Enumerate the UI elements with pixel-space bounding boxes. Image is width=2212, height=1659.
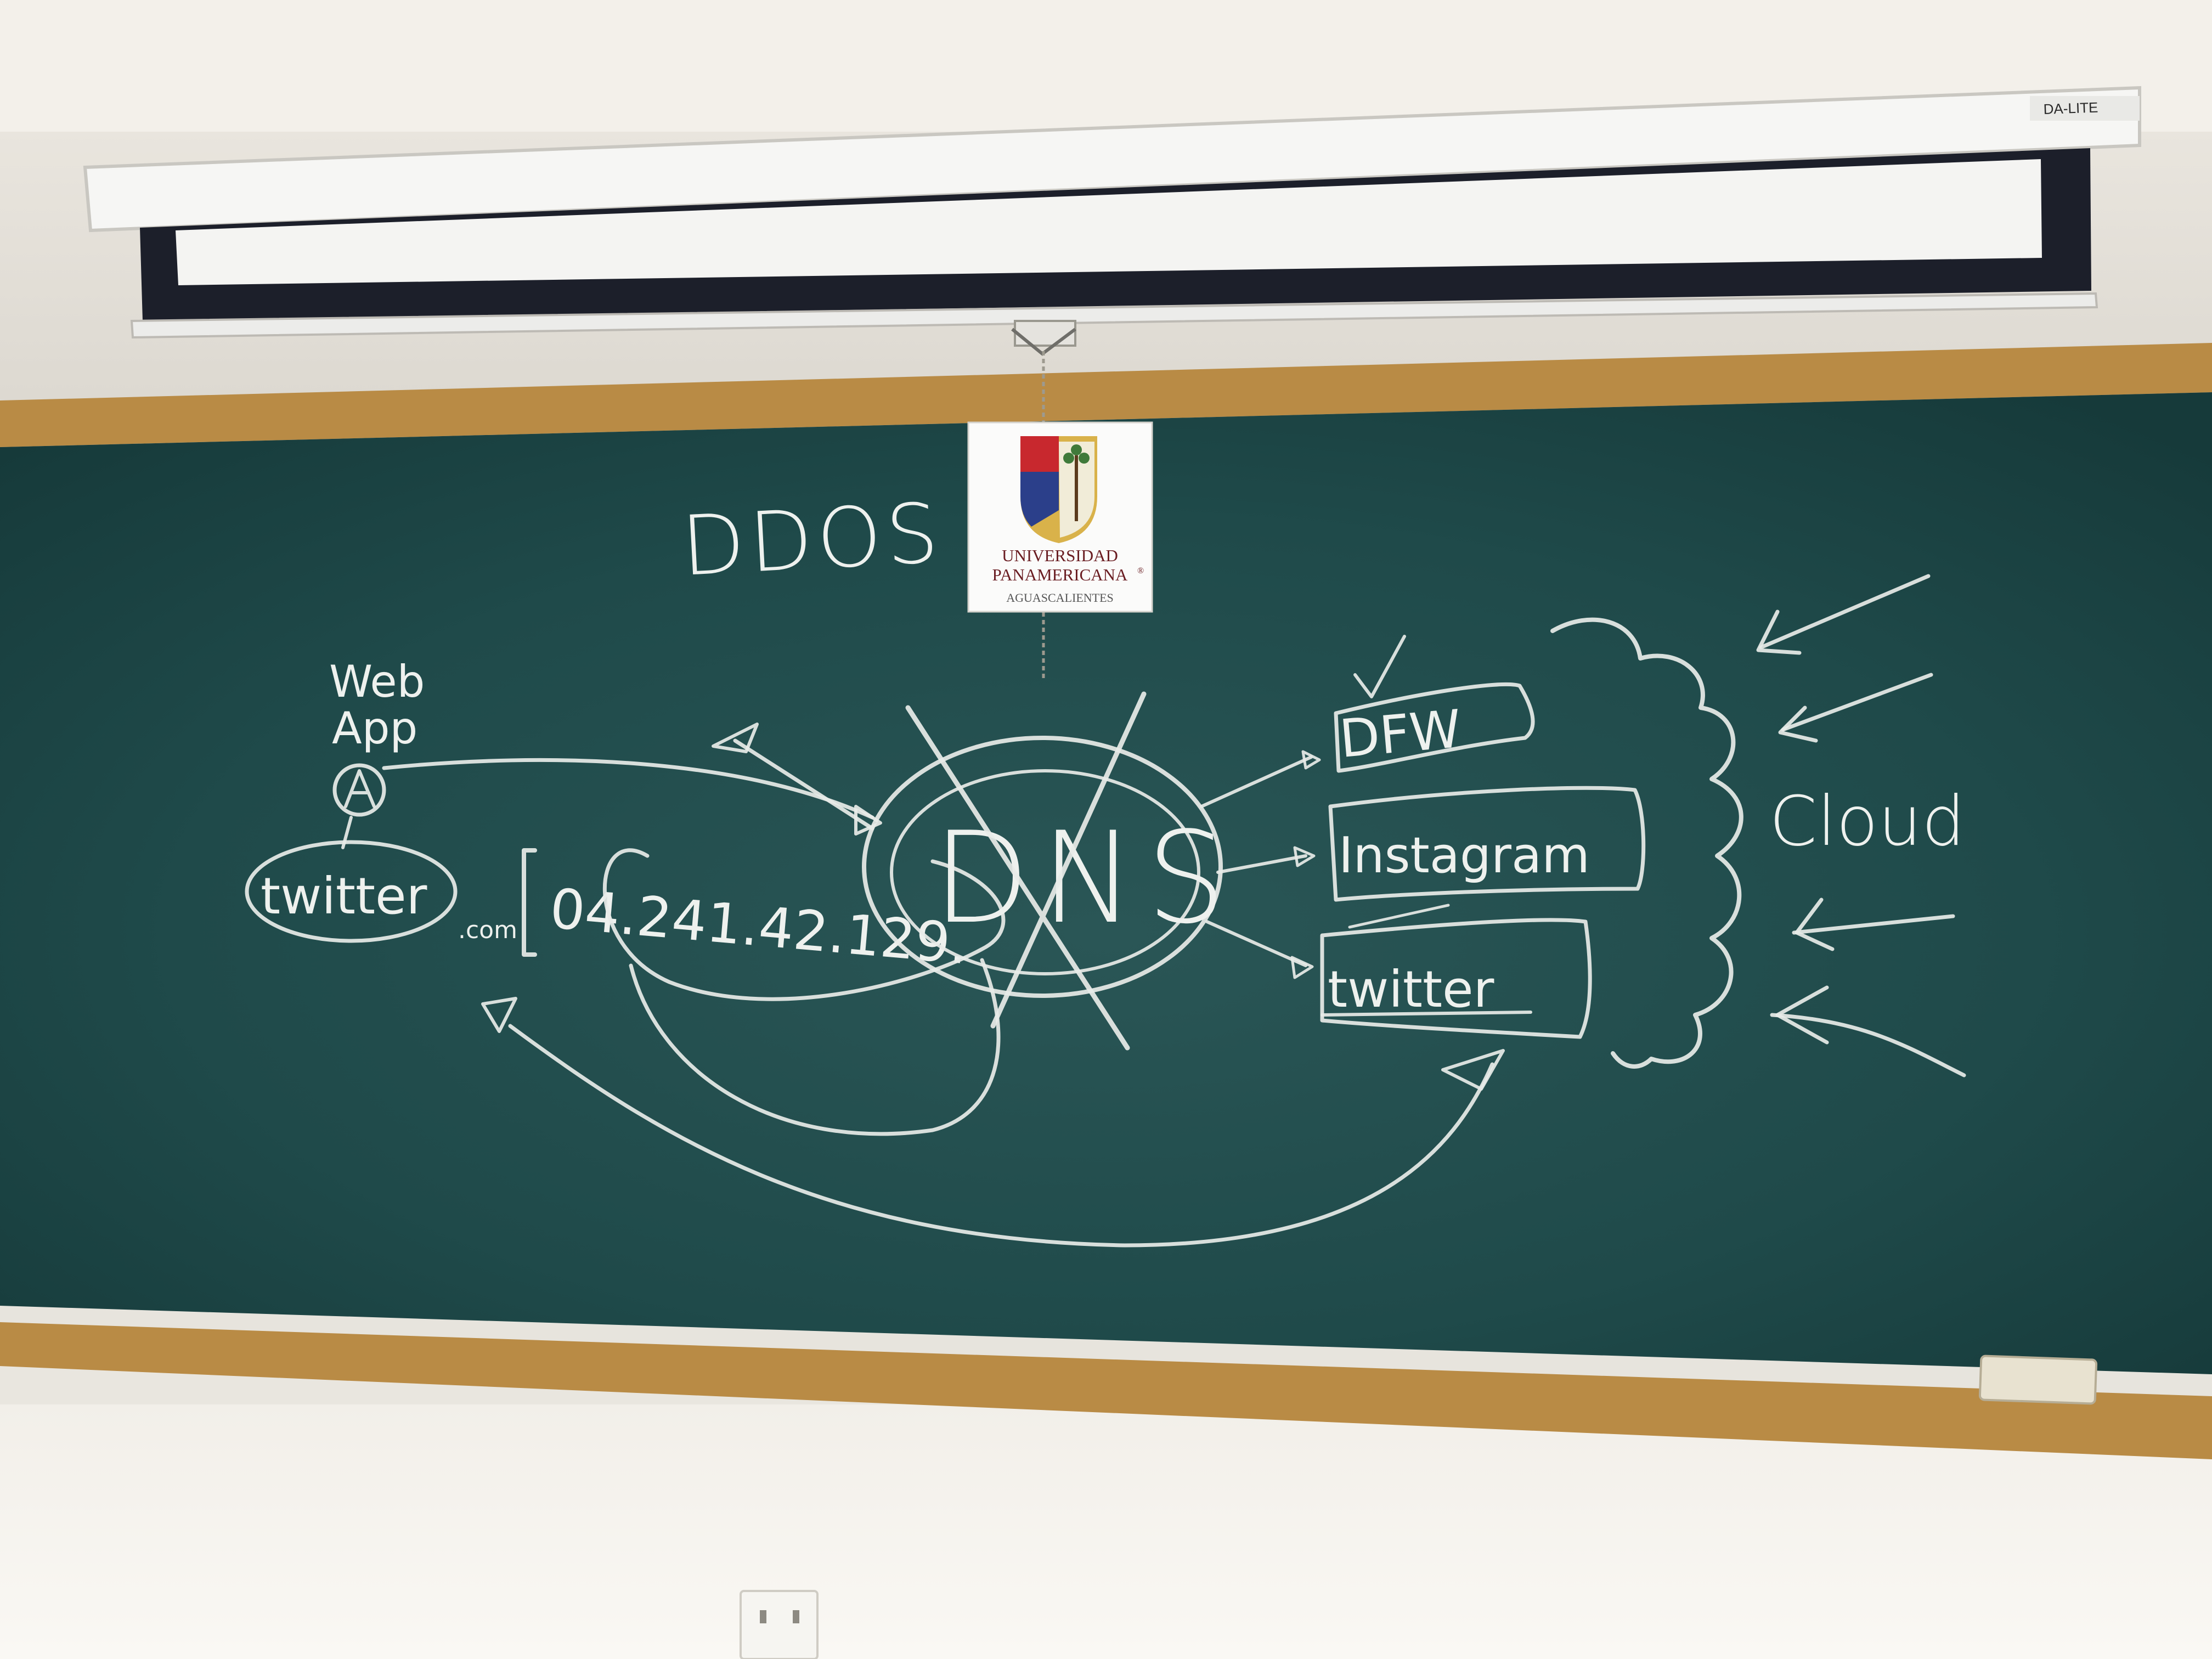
- chalk-eraser: [1978, 1355, 2098, 1405]
- instagram-to-twitter-arrow: [1348, 904, 1450, 929]
- chalk-diagram: DDOS Web App twitter .com 04.241.42.129.…: [245, 486, 1966, 1248]
- arrowhead-top: [712, 723, 759, 753]
- attack-arrow-4: [1770, 1013, 1966, 1077]
- wall-outlet: [740, 1590, 819, 1659]
- board-bottom-ledge: [0, 1303, 2212, 1396]
- web-app-stem: [341, 816, 353, 849]
- arrow-dns-to-dfw: [1200, 755, 1313, 808]
- sign-line-3: AGUASCALIENTES: [1006, 591, 1114, 605]
- service-dfw: DFW: [1337, 699, 1463, 770]
- cloud-outline: [1550, 617, 1743, 1069]
- web-app-label-line2: App: [332, 703, 417, 754]
- return-curve: [508, 1024, 1494, 1248]
- return-arrowhead-left: [481, 997, 517, 1033]
- arrowhead-twitter: [1290, 956, 1314, 979]
- sign-registered-mark: ®: [1137, 566, 1144, 575]
- arrowhead-webapp-to-dns: [854, 805, 882, 836]
- attack-arrow-2: [1781, 673, 1933, 732]
- twitter-com-ellipse: [245, 840, 458, 943]
- dfw-box: [1334, 682, 1535, 773]
- web-app-node-mark: [344, 769, 376, 808]
- projector-screen: DA-LITE: [83, 86, 2141, 356]
- twitter-com-suffix: .com: [458, 916, 517, 944]
- lower-wall: [0, 1404, 2212, 1659]
- dns-cross-out: [905, 691, 1147, 1051]
- service-twitter: twitter: [1328, 960, 1494, 1019]
- dns-ellipse-inner: [890, 769, 1200, 975]
- shield-logo: [1020, 436, 1097, 543]
- board-top-trim: [0, 343, 2212, 447]
- ip-bracket: [522, 848, 537, 957]
- arrow-from-top: [733, 738, 874, 831]
- dns-ellipse-outer: [862, 736, 1223, 998]
- ddos-title: DDOS: [679, 486, 945, 595]
- sign-line-2: PANAMERICANA: [992, 565, 1128, 584]
- twitter-box: [1320, 918, 1592, 1039]
- university-sign: UNIVERSIDAD PANAMERICANA ® AGUASCALIENTE…: [967, 421, 1153, 613]
- attack-arrowhead-3: [1795, 898, 1835, 951]
- web-app-label-line1: Web: [329, 656, 425, 707]
- arrow-dns-to-twitter: [1205, 920, 1307, 967]
- arrow-webapp-to-dns: [382, 758, 874, 820]
- ip-loop: [602, 848, 1006, 1001]
- twitter-com-label: twitter: [261, 867, 427, 926]
- attack-arrowhead-1: [1756, 610, 1802, 655]
- arrow-dns-to-instagram: [1216, 854, 1307, 874]
- web-app-node: [332, 763, 386, 817]
- instagram-box: [1328, 786, 1646, 902]
- arrowhead-dfw: [1301, 750, 1321, 770]
- attack-arrowhead-2: [1778, 706, 1818, 743]
- lower-loop: [629, 958, 1001, 1136]
- board-bottom-trim: [0, 1311, 2212, 1459]
- cloud-label: Cloud: [1769, 782, 1965, 861]
- attack-arrow-3: [1792, 914, 1955, 935]
- screen-brand-label: DA-LITE: [2043, 99, 2098, 117]
- attack-arrowhead-4: [1775, 985, 1829, 1045]
- dfw-check: [1353, 635, 1406, 698]
- service-instagram: Instagram: [1339, 827, 1590, 884]
- sign-line-1: UNIVERSIDAD: [1002, 546, 1118, 565]
- chalkboard: [0, 392, 2212, 1374]
- arrowhead-instagram: [1293, 846, 1316, 867]
- twitter-box-underline: [1321, 1011, 1532, 1017]
- return-arrowhead-right: [1441, 1049, 1505, 1091]
- attack-arrow-1: [1759, 574, 1931, 650]
